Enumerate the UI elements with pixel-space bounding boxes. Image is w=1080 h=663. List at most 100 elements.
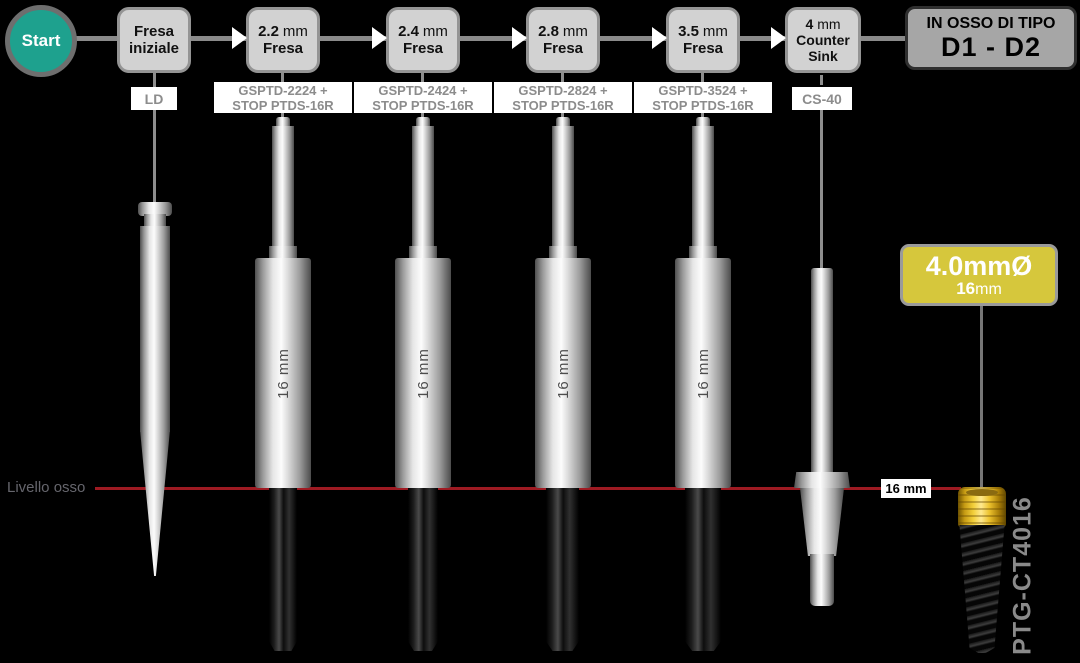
drill-2-4-step (409, 246, 437, 260)
drill-size: 2.8 (538, 23, 559, 40)
step-title: Fresa (133, 23, 175, 40)
code-label-ld: LD (131, 87, 177, 110)
implant-length-unit: mm (975, 281, 1002, 298)
connector-line (561, 73, 564, 83)
connector-line (153, 110, 156, 202)
step-box-fresa-iniziale: Fresa iniziale (117, 7, 191, 73)
drill-2-8-stop-cylinder: 16 mm (535, 258, 591, 488)
depth-marker-text: 16 mm (885, 481, 927, 496)
bone-level-label: Livello osso (7, 479, 86, 496)
stop-length-label: 16 mm (414, 347, 432, 399)
drill-size: 2.4 (398, 23, 419, 40)
code-text: GSPTD-2224 + (238, 82, 328, 98)
drill-3-5-step (689, 246, 717, 260)
connector-line (421, 73, 424, 83)
drill-size: 4 (805, 16, 814, 32)
stop-length-label: 16 mm (694, 347, 712, 399)
flow-arrow-icon (372, 27, 387, 49)
code-text: GSPTD-3524 + (658, 82, 748, 98)
implant-threaded-body (959, 525, 1005, 653)
bone-type-caption: IN OSSO DI TIPO (926, 14, 1056, 32)
ld-drill-head (138, 202, 172, 216)
connector-line (153, 73, 156, 88)
implant-pointer-line (980, 306, 983, 487)
depth-marker-16mm: 16 mm (881, 479, 931, 498)
countersink-collar (794, 472, 850, 488)
step-title: Fresa (542, 40, 584, 57)
connector-line (820, 110, 823, 268)
code-text: GSPTD-2824 + (518, 82, 608, 98)
connector-line (820, 75, 823, 85)
drill-2-4-stop-cylinder: 16 mm (395, 258, 451, 488)
flow-arrow-icon (771, 27, 786, 49)
start-node: Start (5, 5, 77, 77)
code-label-gsptd-2824: GSPTD-2824 + STOP PTDS-16R (494, 82, 632, 113)
implant-collar-rim (966, 489, 998, 496)
drill-2-8-shank (552, 126, 574, 250)
drill-2-4-shank (412, 126, 434, 250)
implant-diameter: 4.0mmØ (925, 251, 1033, 281)
step-title2: iniziale (128, 40, 180, 57)
code-text: STOP PTDS-16R (512, 97, 614, 113)
drill-2-4-flute (408, 488, 438, 651)
drill-3-5-shank (692, 126, 714, 250)
code-label-cs40: CS-40 (792, 87, 852, 110)
connector-line (701, 73, 704, 83)
code-label-gsptd-3524: GSPTD-3524 + STOP PTDS-16R (634, 82, 772, 113)
drill-size: 2.2 (258, 23, 279, 40)
result-box-bone-type: IN OSSO DI TIPO D1 - D2 (905, 6, 1077, 70)
stop-length-label: 16 mm (274, 347, 292, 399)
ld-drill-cone (140, 430, 170, 576)
connector-line (281, 73, 284, 83)
step-title: Counter (796, 32, 850, 48)
drill-2-2-stop-cylinder: 16 mm (255, 258, 311, 488)
flow-connector-line (42, 36, 922, 41)
code-label-gsptd-2224: GSPTD-2224 + STOP PTDS-16R (214, 82, 352, 113)
countersink-tip (810, 554, 834, 606)
stop-length-label: 16 mm (554, 347, 572, 399)
drill-2-2-shank (272, 126, 294, 250)
implant-badge: 4.0mmØ 16mm (900, 244, 1058, 306)
bone-type-value: D1 - D2 (940, 31, 1042, 62)
code-text: LD (144, 90, 164, 107)
drill-3-5-flute (685, 488, 721, 651)
flow-arrow-icon (232, 27, 247, 49)
step-title: Fresa (682, 40, 724, 57)
code-text: STOP PTDS-16R (652, 97, 754, 113)
drill-2-2-flute (269, 488, 297, 651)
drill-3-5-stop-cylinder: 16 mm (675, 258, 731, 488)
code-text: STOP PTDS-16R (372, 97, 474, 113)
step-title2: Sink (808, 48, 838, 64)
start-label: Start (21, 31, 61, 50)
drill-size-unit: mm (817, 16, 841, 32)
countersink-taper (800, 488, 844, 556)
drill-size-unit: mm (422, 23, 448, 40)
code-text: GSPTD-2424 + (378, 82, 468, 98)
code-text: STOP PTDS-16R (232, 97, 334, 113)
drill-2-2-step (269, 246, 297, 260)
implant-length: 16mm (956, 280, 1002, 298)
drill-size-unit: mm (282, 23, 308, 40)
flow-arrow-icon (652, 27, 667, 49)
implant-code-label: PTG-CT4016 (1008, 496, 1037, 655)
ld-drill-neck (144, 214, 166, 228)
step-title: Fresa (262, 40, 304, 57)
code-label-gsptd-2424: GSPTD-2424 + STOP PTDS-16R (354, 82, 492, 113)
countersink-shank (811, 268, 833, 474)
drill-size: 3.5 (678, 23, 699, 40)
drill-size-unit: mm (562, 23, 588, 40)
drill-size-unit: mm (702, 23, 728, 40)
flow-arrow-icon (512, 27, 527, 49)
bone-level-line (95, 487, 961, 490)
implant-length-num: 16 (956, 279, 976, 298)
step-title: Fresa (402, 40, 444, 57)
drill-2-8-step (549, 246, 577, 260)
ld-drill-body (140, 226, 170, 432)
code-text: CS-40 (802, 90, 842, 107)
